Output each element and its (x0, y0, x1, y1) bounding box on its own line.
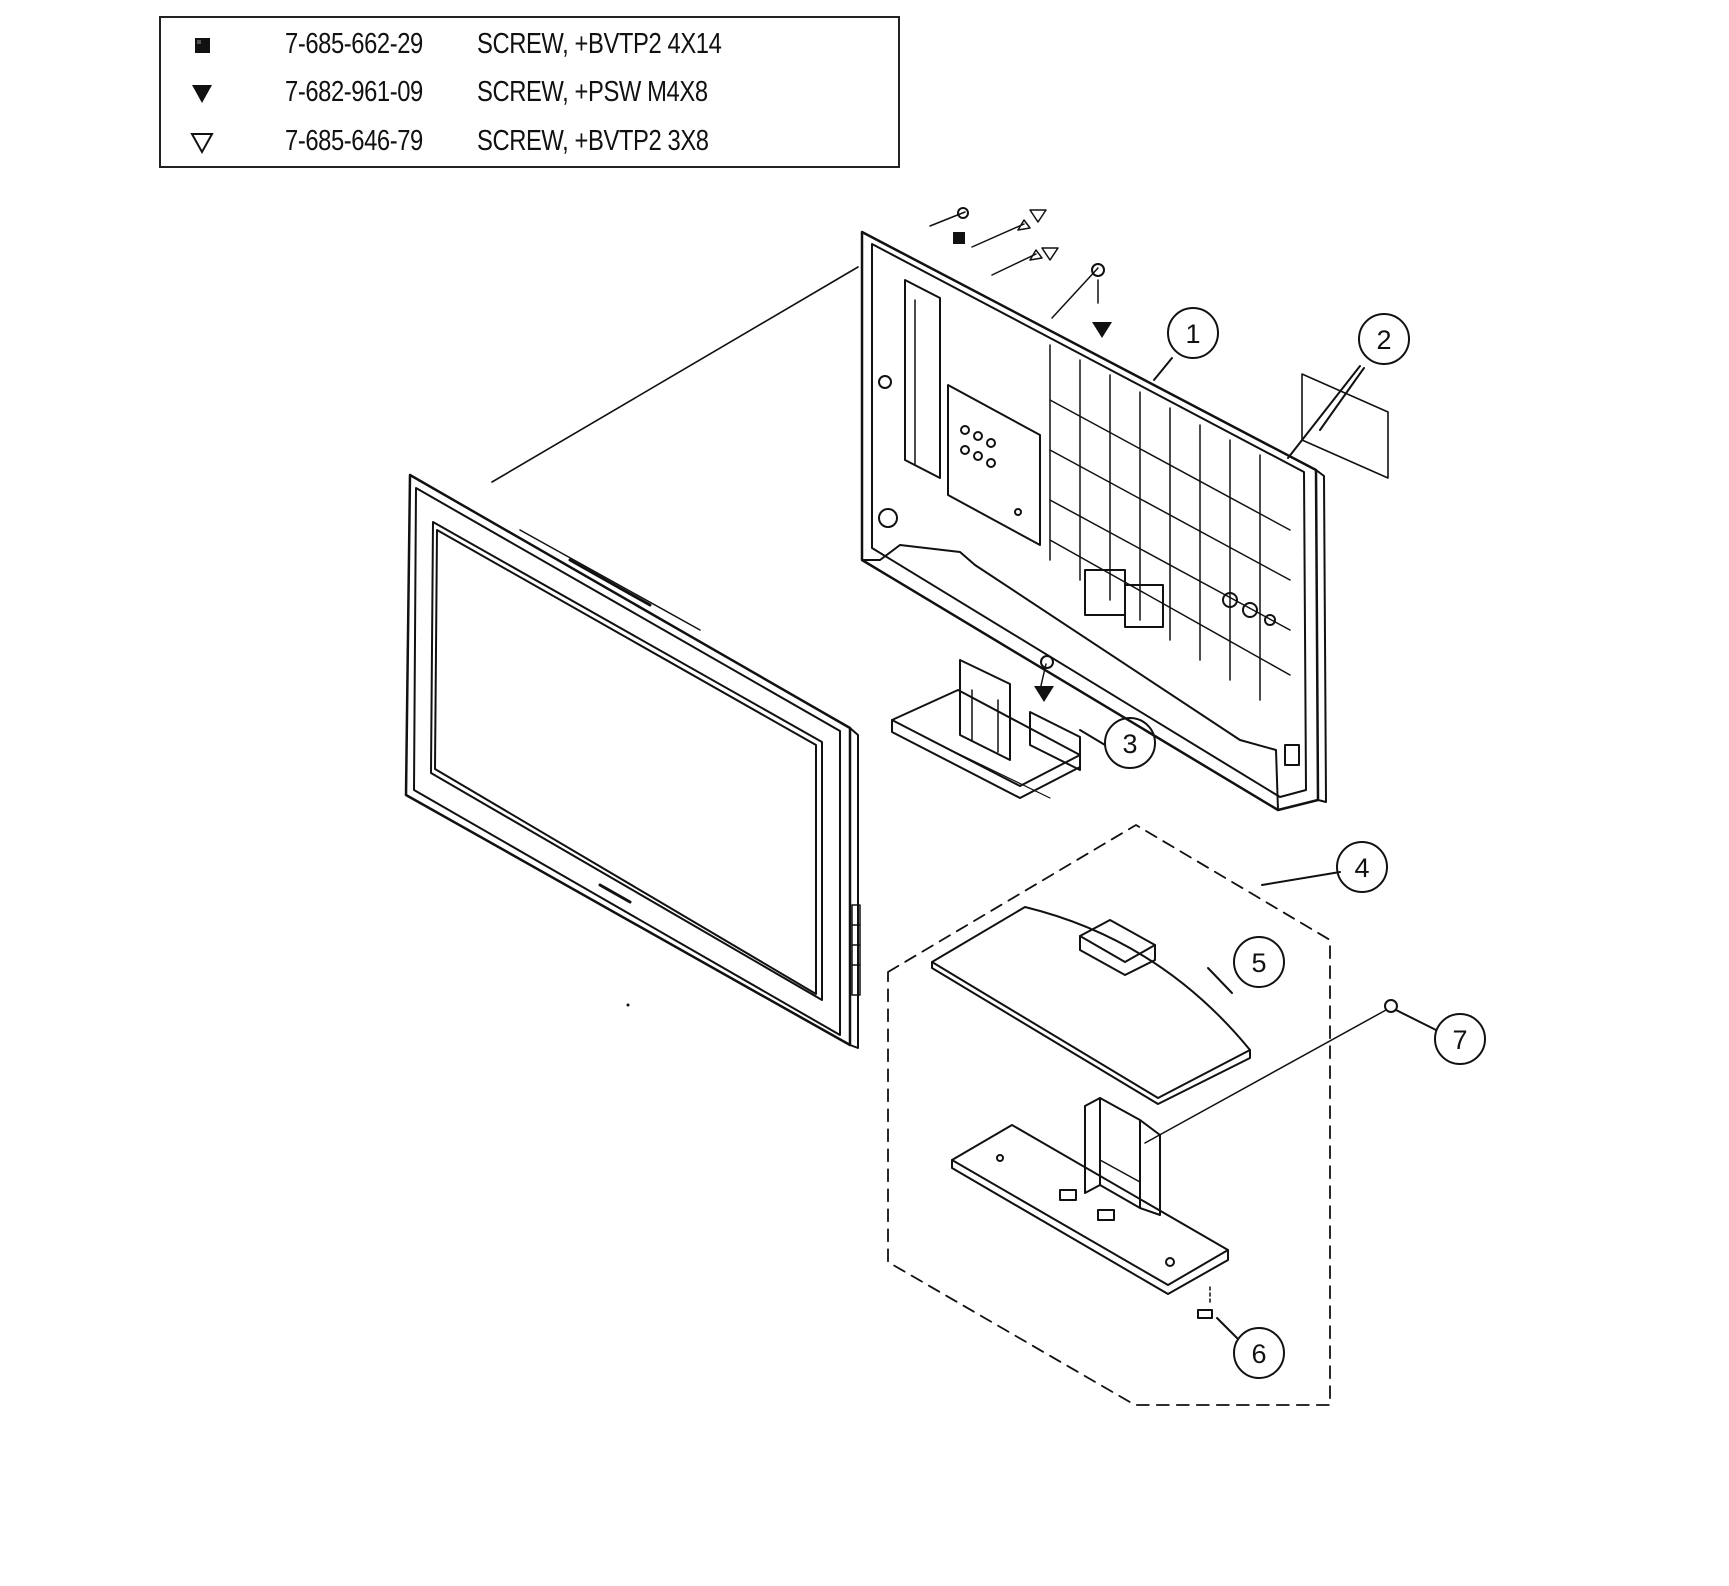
legend-part-code: 7-685-646-79 (285, 125, 423, 157)
outline-triangle-icon (1029, 209, 1047, 223)
screw-legend: 7-685-662-29 SCREW, +BVTP2 4X14 7-682-96… (159, 16, 900, 168)
callout-4 (1336, 841, 1388, 893)
callout-5-label: 5 (1251, 948, 1266, 978)
filled-square-icon (953, 232, 965, 244)
rear-cover-screws (929, 207, 1105, 319)
rear-cover-illustration (860, 230, 1327, 812)
stand-neck-illustration (951, 1097, 1229, 1295)
callout-4-label: 4 (1354, 853, 1369, 883)
callout-7 (1434, 1013, 1486, 1065)
stand-assembly-outline (887, 824, 1331, 1406)
callout-7-label: 7 (1452, 1025, 1467, 1055)
callout-6-label: 6 (1251, 1339, 1266, 1369)
callout-2-label: 2 (1376, 325, 1391, 355)
screw-illustration (1384, 999, 1398, 1013)
bracket-illustration (891, 655, 1081, 799)
callout-1 (1167, 307, 1219, 359)
legend-part-description: SCREW, +BVTP2 4X14 (477, 28, 722, 60)
lcd-panel-illustration (404, 473, 861, 1049)
legend-row-screw-3x8: 7-685-646-79 SCREW, +BVTP2 3X8 (161, 119, 898, 167)
legend-part-code: 7-685-662-29 (285, 28, 423, 60)
callout-5 (1233, 936, 1285, 988)
legend-part-description: SCREW, +BVTP2 3X8 (477, 125, 709, 157)
legend-row-screw-4x14: 7-685-662-29 SCREW, +BVTP2 4X14 (161, 22, 898, 70)
callout-6 (1233, 1327, 1285, 1379)
callout-1-label: 1 (1185, 319, 1200, 349)
outline-triangle-icon (190, 133, 214, 155)
tag-illustration (1197, 1309, 1213, 1319)
stand-base-illustration (931, 906, 1251, 1105)
legend-row-screw-m4x8: 7-682-961-09 SCREW, +PSW M4X8 (161, 70, 898, 118)
filled-triangle-icon (1092, 322, 1112, 338)
callout-3-label: 3 (1122, 729, 1137, 759)
callout-2 (1358, 313, 1410, 365)
legend-part-code: 7-682-961-09 (285, 76, 423, 108)
label-illustration (1301, 373, 1389, 479)
filled-triangle-icon (1034, 686, 1054, 702)
callout-3 (1104, 717, 1156, 769)
outline-triangle-icon (1041, 247, 1059, 261)
legend-part-description: SCREW, +PSW M4X8 (477, 76, 708, 108)
filled-square-icon (195, 38, 210, 53)
filled-triangle-icon (192, 85, 212, 103)
